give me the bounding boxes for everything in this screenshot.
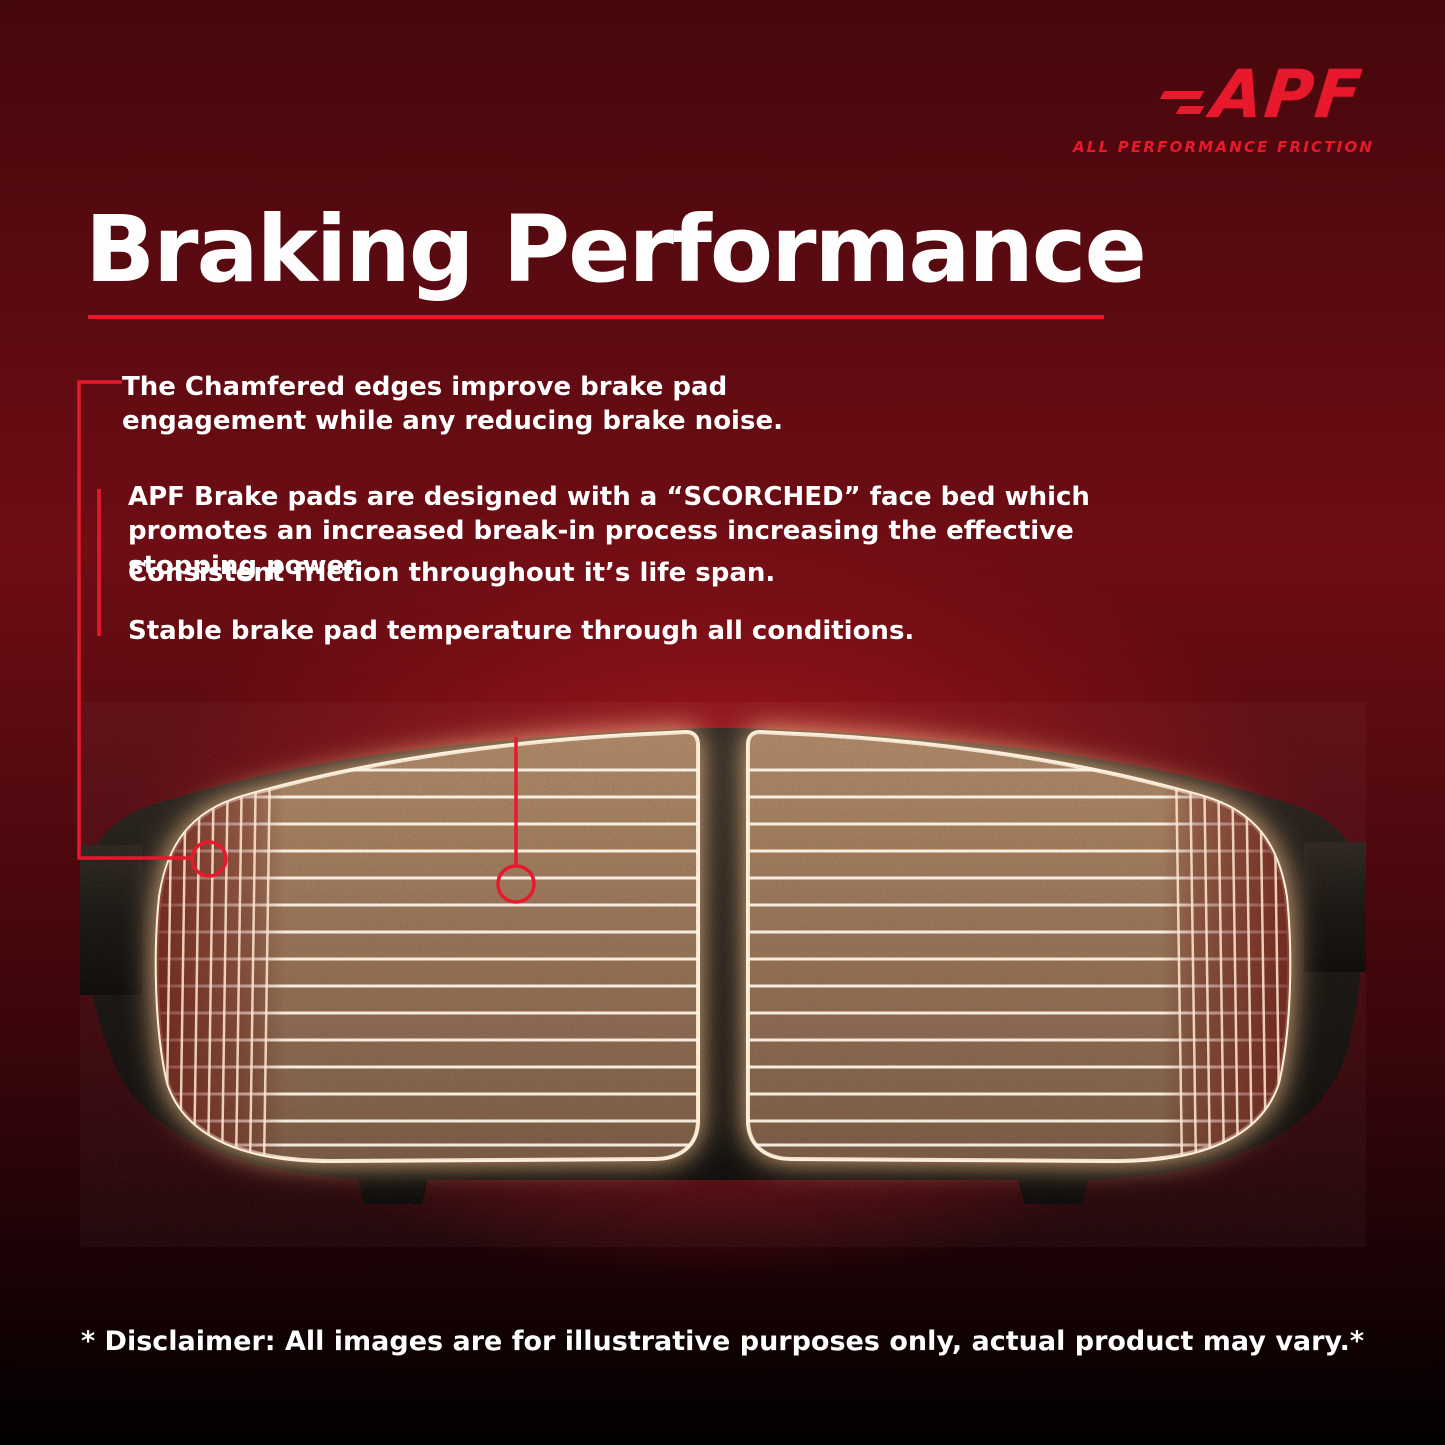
feature-chamfered-edges: The Chamfered edges improve brake pad en…: [122, 372, 783, 437]
logo-tagline: ALL PERFORMANCE FRICTION: [1073, 138, 1375, 156]
brake-pad-illustration: [80, 702, 1366, 1247]
title-underline: [88, 315, 1104, 319]
feature-stable-temperature: Stable brake pad temperature through all…: [128, 616, 915, 646]
feature-consistent-friction: Consistent friction throughout it’s life…: [128, 558, 776, 588]
disclaimer-text: * Disclaimer: All images are for illustr…: [81, 1326, 1364, 1357]
logo-wordmark: APF: [1208, 56, 1368, 133]
logo-speed-lines-icon: [1160, 90, 1205, 114]
apf-logo: APF ALL PERFORMANCE FRICTION: [1073, 56, 1375, 156]
feature-scorched-face: APF Brake pads are designed with a “SCOR…: [128, 482, 1090, 581]
page-title: Braking Performance: [85, 196, 1147, 303]
